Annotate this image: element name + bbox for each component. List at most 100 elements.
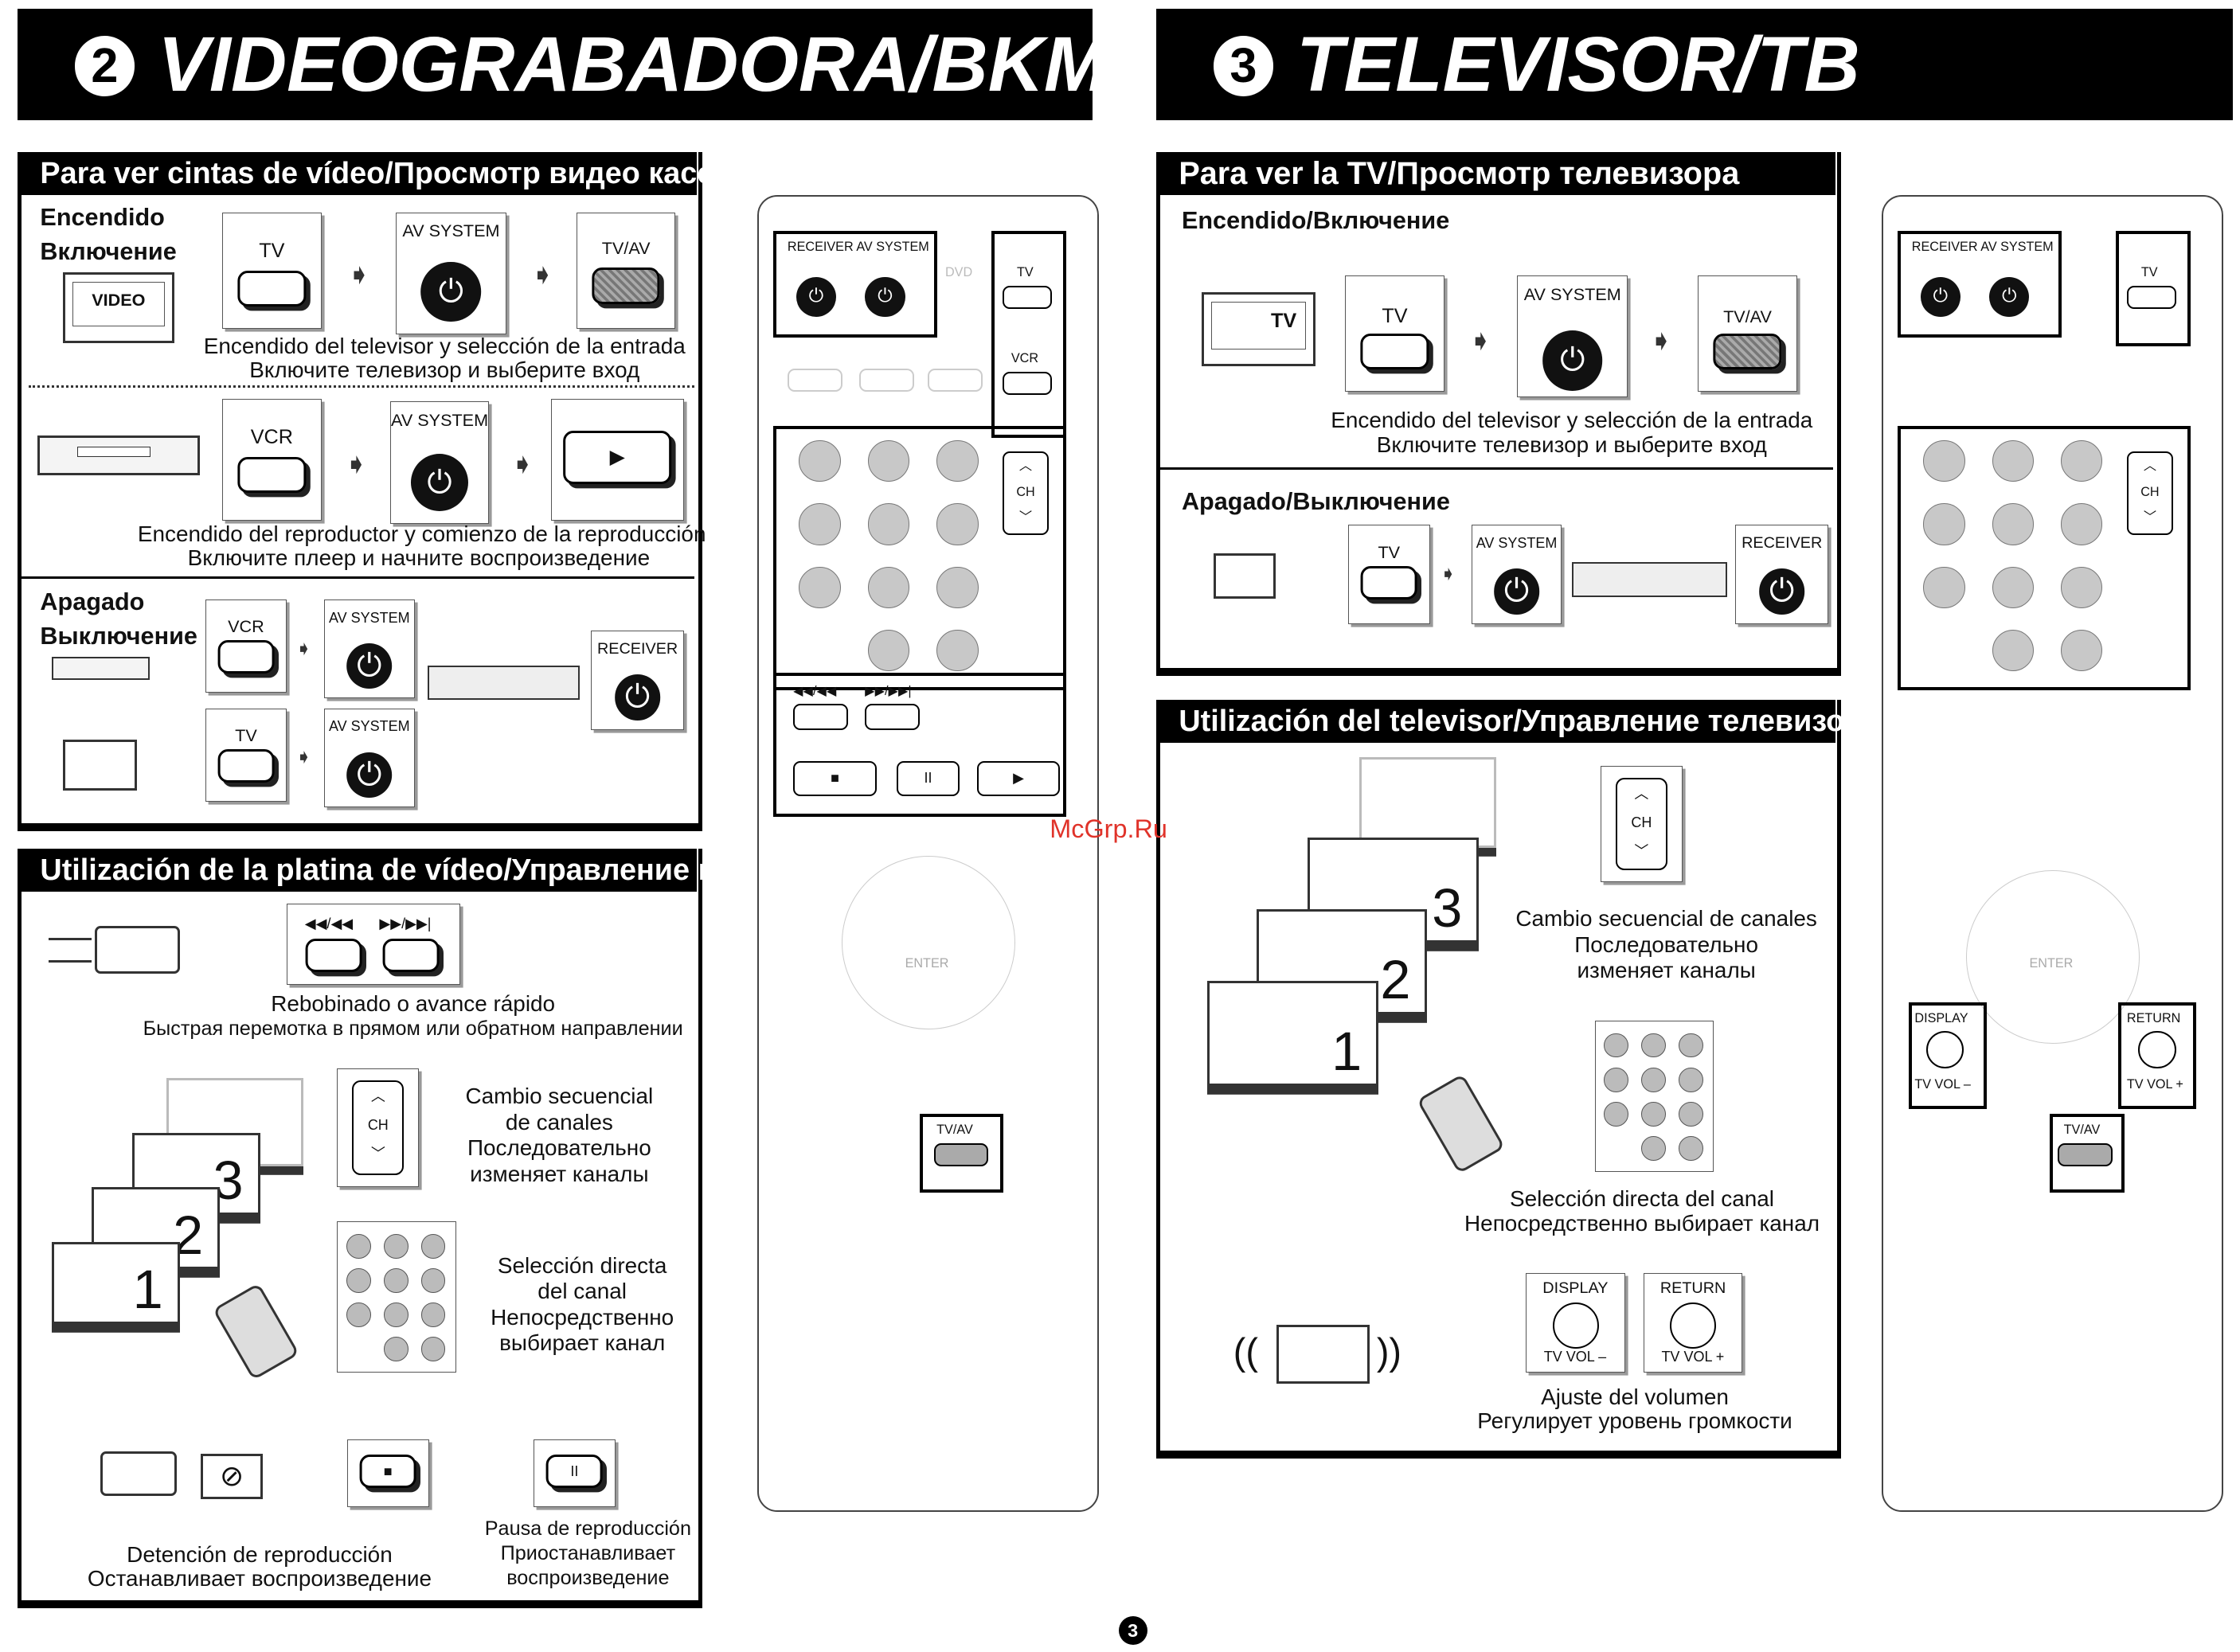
digit-4-button[interactable] [1923,503,1965,545]
digit-key[interactable] [1679,1067,1703,1092]
digit-key[interactable] [420,1233,446,1259]
digit-6-button[interactable] [2061,503,2103,545]
pause-button[interactable]: II [545,1455,603,1489]
digit-4-button[interactable] [799,503,841,545]
avsystem-power-button[interactable] [1989,276,2030,318]
digit-7-button[interactable] [1923,566,1965,608]
ch-rocker[interactable]: ︿ CH ﹀ [352,1080,405,1176]
digit-6-button[interactable] [936,503,979,545]
caption-es: Ajuste del volumen [1541,1384,1729,1409]
ff-button[interactable] [382,938,440,972]
power-button[interactable] [1542,330,1603,391]
play-button[interactable]: ▶ [563,431,672,485]
tv-button[interactable] [217,749,275,783]
power-button[interactable] [614,674,661,721]
digit-key[interactable] [1641,1067,1667,1092]
ch-rocker[interactable]: ︿ CH ﹀ [2126,451,2173,536]
section-header: Utilización de la platina de vídeo/Управ… [17,849,885,892]
digit-5-button[interactable] [1992,503,2035,545]
caption: Encendido del televisor y selección de l… [1291,408,1853,457]
digit-8-button[interactable] [1992,566,2035,608]
digit-9-button[interactable] [936,566,979,608]
tv-button[interactable] [2126,285,2176,309]
digit-key[interactable] [420,1337,446,1362]
pause-button[interactable]: II [896,761,960,797]
tv-button[interactable] [1360,565,1417,599]
power-button[interactable] [346,752,393,799]
digit-9-button[interactable] [2061,566,2103,608]
digit-key[interactable] [1641,1136,1667,1162]
tv-button[interactable] [1360,333,1429,370]
digit-key[interactable] [1604,1033,1629,1058]
digit-key[interactable] [1679,1033,1703,1058]
ch-rocker[interactable]: ︿ CH ﹀ [1003,451,1050,536]
power-button[interactable] [1758,568,1805,615]
digit-2-button[interactable] [1992,440,2035,482]
enter-label[interactable]: ENTER [905,956,949,971]
source-button[interactable] [928,369,983,392]
return-button[interactable] [2138,1031,2176,1069]
tvav-button[interactable] [933,1142,989,1166]
digit-2-button[interactable] [867,440,910,482]
tv-button[interactable] [1003,285,1052,309]
digit-0-button[interactable] [867,629,910,672]
on-label-es: Encendido [40,204,165,232]
digit-key[interactable] [346,1267,371,1293]
power-button[interactable] [1493,568,1540,615]
rew-button[interactable] [305,938,362,972]
receiver-power-button[interactable] [796,276,837,318]
stop-button[interactable]: ■ [793,761,877,797]
stop-button[interactable]: ■ [359,1455,416,1489]
source-button[interactable] [858,369,914,392]
digit-0-button[interactable] [1992,629,2035,672]
tvav-button[interactable] [592,267,660,304]
vcr-button[interactable] [237,456,306,494]
digit-key[interactable] [346,1233,371,1259]
digit-key[interactable] [420,1302,446,1328]
ff-button[interactable] [865,704,920,731]
digit-10-button[interactable] [936,629,979,672]
digit-key[interactable] [1604,1102,1629,1127]
power-button[interactable] [420,261,482,322]
digit-7-button[interactable] [799,566,841,608]
vcr-device-icon [51,656,150,680]
digit-key[interactable] [1604,1067,1629,1092]
rew-button[interactable] [793,704,848,731]
tv-button[interactable] [237,270,306,307]
avsystem-button-frame: AV SYSTEM [1471,525,1562,624]
return-button[interactable] [1670,1302,1717,1349]
avsystem-power-button[interactable] [865,276,905,318]
avsystem-label: AV SYSTEM [1476,534,1558,551]
digit-key[interactable] [383,1233,409,1259]
digit-key[interactable] [420,1267,446,1293]
tvav-button[interactable] [2058,1142,2113,1166]
digit-key[interactable] [383,1267,409,1293]
power-button[interactable] [346,642,393,689]
digit-key[interactable] [1641,1033,1667,1058]
digit-1-button[interactable] [1923,440,1965,482]
ch-rocker[interactable]: ︿ CH ﹀ [1615,778,1668,870]
digit-key[interactable] [346,1302,371,1328]
vcr-button[interactable] [217,640,275,674]
digit-key[interactable] [383,1302,409,1328]
tvav-button[interactable] [1713,333,1782,370]
enter-label[interactable]: ENTER [2029,956,2074,971]
vcr-button[interactable] [1003,371,1052,395]
digit-key[interactable] [1679,1136,1703,1162]
digit-key[interactable] [383,1337,409,1362]
digit-8-button[interactable] [867,566,910,608]
digit-key[interactable] [1679,1102,1703,1127]
digit-10-button[interactable] [2061,629,2103,672]
digit-5-button[interactable] [867,503,910,545]
receiver-power-button[interactable] [1920,276,1960,318]
digit-3-button[interactable] [936,440,979,482]
play-button[interactable]: ▶ [976,761,1061,797]
chevron-up-icon: ︿ [1018,459,1033,474]
display-button[interactable] [1925,1031,1964,1069]
power-button[interactable] [411,454,469,512]
source-button[interactable] [787,369,842,392]
digit-1-button[interactable] [799,440,841,482]
digit-3-button[interactable] [2061,440,2103,482]
digit-key[interactable] [1641,1102,1667,1127]
display-button[interactable] [1552,1302,1599,1349]
